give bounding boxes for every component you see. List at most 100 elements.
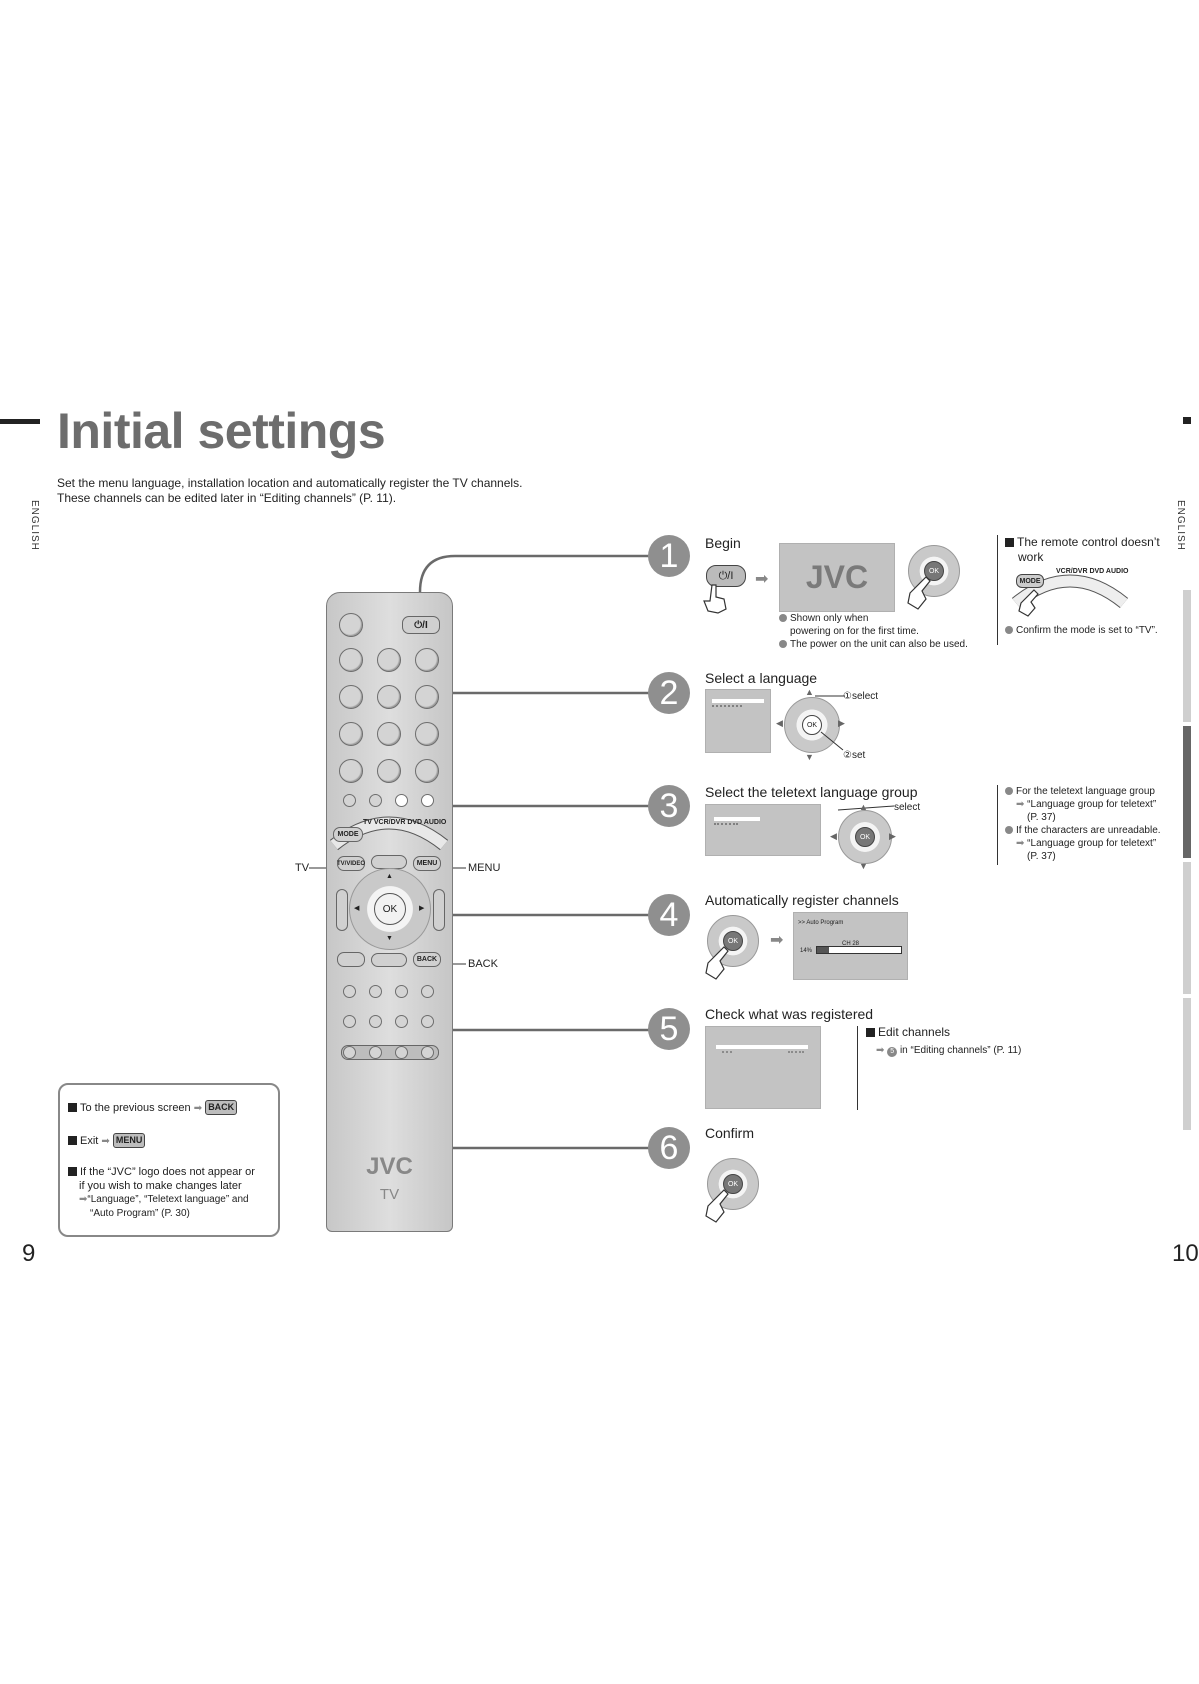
step4-progress-track xyxy=(816,946,902,954)
remote-side-button-left[interactable] xyxy=(336,889,348,931)
step-5-title: Check what was registered xyxy=(705,1006,874,1022)
arrow-down-icon: ▼ xyxy=(859,861,868,871)
pointing-hand-icon xyxy=(907,576,931,610)
arrow-up-icon: ▲ xyxy=(859,802,868,812)
step4-auto-program-screen: >> Auto Program CH 28 14% xyxy=(793,912,908,980)
step4-progress-fill xyxy=(817,947,829,953)
arrow-left-icon: ◀ xyxy=(830,831,837,841)
remote-mode-arc-labels: TV VCR/DVR DVD AUDIO xyxy=(363,819,447,826)
remote-brand-logo: JVC xyxy=(366,1153,413,1180)
remote-button[interactable] xyxy=(339,613,363,637)
remote-blank-button[interactable] xyxy=(371,855,407,869)
remote-small-button[interactable] xyxy=(369,985,382,998)
step1-power-button: ⏻/I xyxy=(706,565,746,587)
step-4-title: Automatically register channels xyxy=(705,892,899,908)
back-key-icon: BACK xyxy=(205,1100,238,1115)
arrow-left-icon: ◀ xyxy=(776,718,783,728)
step2-ok-button: OK xyxy=(802,715,822,735)
step4-channel: CH 28 xyxy=(841,941,859,947)
remote-number-button[interactable] xyxy=(415,722,439,746)
step3-label-line xyxy=(837,805,895,811)
step-6-number: 6 xyxy=(648,1127,690,1169)
remote-small-button[interactable] xyxy=(369,794,382,807)
remote-number-button[interactable] xyxy=(415,685,439,709)
remote-blank-button[interactable] xyxy=(371,953,407,967)
remote-mode-button[interactable]: MODE xyxy=(333,827,363,842)
arrow-right-icon: ➡ xyxy=(770,932,784,949)
remote-number-button[interactable] xyxy=(377,648,401,672)
remote-brand-sub: TV xyxy=(379,1186,400,1203)
info-box-exit-text: Exit xyxy=(80,1135,99,1147)
step5-edit-channels: Edit channels xyxy=(866,1026,950,1039)
side-language-label-left: ENGLISH xyxy=(29,500,40,551)
arrow-right-icon: ➡ xyxy=(876,1045,885,1056)
remote-small-button[interactable] xyxy=(395,985,408,998)
teletext-note-1-ref: “Language group for teletext” xyxy=(1027,799,1157,810)
step4-percent: 14% xyxy=(800,948,813,954)
remote-back-button[interactable]: BACK xyxy=(413,952,441,967)
arrow-right-icon: ➡ xyxy=(755,571,769,588)
remote-number-button[interactable] xyxy=(339,759,363,783)
teletext-note-2-page: (P. 37) xyxy=(1027,851,1056,862)
arrow-right-icon: ▶ xyxy=(419,905,425,912)
remote-number-button[interactable] xyxy=(339,648,363,672)
pointing-hand-icon xyxy=(1018,589,1039,617)
remote-small-button[interactable] xyxy=(421,1015,434,1028)
remote-small-button[interactable] xyxy=(343,1015,356,1028)
remote-note-mode-button: MODE xyxy=(1016,574,1044,588)
remote-number-button[interactable] xyxy=(415,759,439,783)
remote-color-button[interactable] xyxy=(395,1046,408,1059)
arrow-right-icon: ➡ xyxy=(1016,838,1025,849)
remote-blank-button[interactable] xyxy=(337,952,365,967)
remote-tv-video-button[interactable]: TV/VIDEO xyxy=(337,856,365,871)
step2-label-set: ②set xyxy=(843,750,866,761)
remote-note-title-2: work xyxy=(1018,550,1044,564)
arrow-up-icon: ▲ xyxy=(386,873,393,880)
step3-label-select: select xyxy=(894,802,921,813)
intro-line-1: Set the menu language, installation loca… xyxy=(57,476,523,490)
remote-number-button[interactable] xyxy=(339,685,363,709)
pointing-hand-icon xyxy=(705,1189,729,1223)
remote-color-button-bar xyxy=(341,1045,439,1060)
step2-language-list xyxy=(712,705,742,733)
step-3-title: Select the teletext language group xyxy=(705,784,918,800)
arrow-right-icon: ➡ xyxy=(79,1194,88,1205)
remote-color-button[interactable] xyxy=(369,1046,382,1059)
remote-number-button[interactable] xyxy=(339,722,363,746)
remote-side-button-right[interactable] xyxy=(433,889,445,931)
remote-power-button[interactable]: ⏻/I xyxy=(402,616,440,634)
remote-small-button[interactable] xyxy=(421,794,434,807)
remote-small-button[interactable] xyxy=(395,794,408,807)
callout-tv: TV xyxy=(295,862,310,874)
section-tabs xyxy=(1183,590,1191,1134)
page-number-right: 10 xyxy=(1172,1240,1199,1267)
remote-number-button[interactable] xyxy=(377,759,401,783)
arrow-down-icon: ▼ xyxy=(386,935,393,942)
arrow-right-icon: ➡ xyxy=(1016,799,1025,810)
remote-note-divider xyxy=(997,535,998,645)
info-box-logo-line-1: If the “JVC” logo does not appear or xyxy=(80,1166,255,1178)
arrow-down-icon: ▼ xyxy=(805,752,814,762)
remote-number-button[interactable] xyxy=(377,722,401,746)
info-box-logo-line-4: “Auto Program” (P. 30) xyxy=(90,1208,190,1219)
remote-number-button[interactable] xyxy=(377,685,401,709)
remote-small-button[interactable] xyxy=(369,1015,382,1028)
remote-color-button[interactable] xyxy=(343,1046,356,1059)
page-number-left: 9 xyxy=(22,1240,36,1267)
bullet-icon xyxy=(1005,787,1013,795)
remote-small-button[interactable] xyxy=(343,794,356,807)
remote-small-button[interactable] xyxy=(343,985,356,998)
remote-number-button[interactable] xyxy=(415,648,439,672)
step4-ok-button: OK xyxy=(723,931,743,951)
teletext-note-2-ref: “Language group for teletext” xyxy=(1027,838,1157,849)
step3-teletext-highlight xyxy=(714,817,760,821)
menu-key-icon: MENU xyxy=(112,1133,146,1148)
section-tab xyxy=(1183,998,1191,1130)
step2-label-select: ①select xyxy=(843,691,879,702)
remote-small-button[interactable] xyxy=(395,1015,408,1028)
step4-screen-header: >> Auto Program xyxy=(798,920,844,926)
remote-small-button[interactable] xyxy=(421,985,434,998)
remote-menu-button[interactable]: MENU xyxy=(413,856,441,871)
remote-ok-button[interactable]: OK xyxy=(374,893,406,925)
remote-color-button[interactable] xyxy=(421,1046,434,1059)
